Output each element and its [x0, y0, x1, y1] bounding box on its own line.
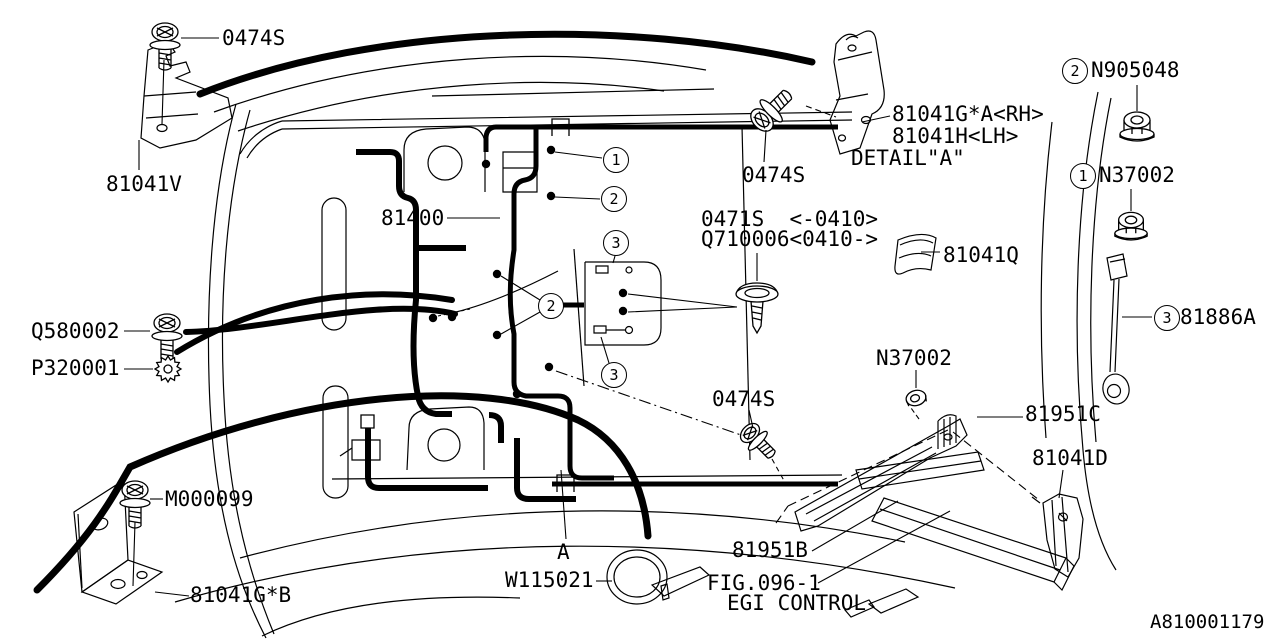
- part-label-81041h-lh: 81041H<LH>: [892, 124, 1019, 148]
- flange-nut-icon: [1114, 211, 1148, 241]
- detail-note: DETAIL"A": [851, 146, 965, 170]
- figure-name: EGI CONTROL: [727, 591, 867, 615]
- part-label-n37002-b: N37002: [876, 346, 952, 370]
- part-label-0474s-low: 0474S: [712, 387, 776, 411]
- protector-81041q: [895, 234, 936, 274]
- callout-2: 2: [1062, 58, 1088, 84]
- callout-3: 3: [601, 362, 627, 388]
- part-label-81951b: 81951B: [732, 538, 808, 562]
- callout-1: 1: [1070, 163, 1096, 189]
- bracket-detail-a: [830, 31, 884, 154]
- main-harness-81400: [356, 119, 838, 499]
- callout-3: 3: [603, 230, 629, 256]
- part-label-w115021: W115021: [505, 568, 594, 592]
- part-label-0474s-top: 0474S: [222, 26, 286, 50]
- small-nut-icon: [903, 387, 929, 409]
- part-label-81041d: 81041D: [1032, 446, 1108, 470]
- clamp-w115021: [607, 550, 709, 604]
- part-label-q710006: Q710006<0410->: [701, 227, 879, 251]
- bracket-81041v: [141, 42, 232, 148]
- bolt-icon: [735, 418, 783, 466]
- flange-nut-icon: [1119, 111, 1155, 142]
- callout-2: 2: [538, 293, 564, 319]
- figure-ref: FIG.096-1: [707, 571, 821, 595]
- tapping-screw-icon: [735, 282, 779, 334]
- part-label-81041gb: 81041G*B: [190, 583, 292, 607]
- star-washer-icon: [154, 355, 182, 383]
- bracket-81041gb: [74, 480, 162, 604]
- leader-lines: [124, 38, 1152, 596]
- part-label-81041v: 81041V: [106, 172, 182, 196]
- part-label-0474s-mid: 0474S: [742, 163, 806, 187]
- dashed-lines: [438, 106, 1039, 523]
- part-label-81400: 81400: [381, 206, 445, 230]
- part-label-81041q: 81041Q: [943, 243, 1019, 267]
- part-label-q580002: Q580002: [31, 319, 120, 343]
- part-label-p320001: P320001: [31, 356, 120, 380]
- ground-cable-81886a: [1100, 254, 1132, 406]
- callout-3: 3: [1154, 305, 1180, 331]
- part-label-81886a: 81886A: [1180, 305, 1256, 329]
- part-label-n37002-r: N37002: [1099, 163, 1175, 187]
- bolt-icon: [119, 480, 151, 529]
- part-label-0471s: 0471S <-0410>: [701, 207, 879, 231]
- callout-1: 1: [603, 147, 629, 173]
- connector-plate: [585, 262, 661, 345]
- part-label-81951c: 81951C: [1025, 402, 1101, 426]
- connection-dots: [428, 145, 628, 399]
- callout-2: 2: [601, 186, 627, 212]
- drawing-number: A810001179: [1150, 611, 1265, 633]
- harness-sweep-arcs: [37, 34, 812, 590]
- part-label-81041ga-rh: 81041G*A<RH>: [892, 102, 1044, 126]
- part-label-n905048: N905048: [1091, 58, 1180, 82]
- view-marker-a: A: [557, 540, 570, 564]
- part-label-m000099: M000099: [165, 487, 254, 511]
- bolt-icon: [149, 22, 181, 71]
